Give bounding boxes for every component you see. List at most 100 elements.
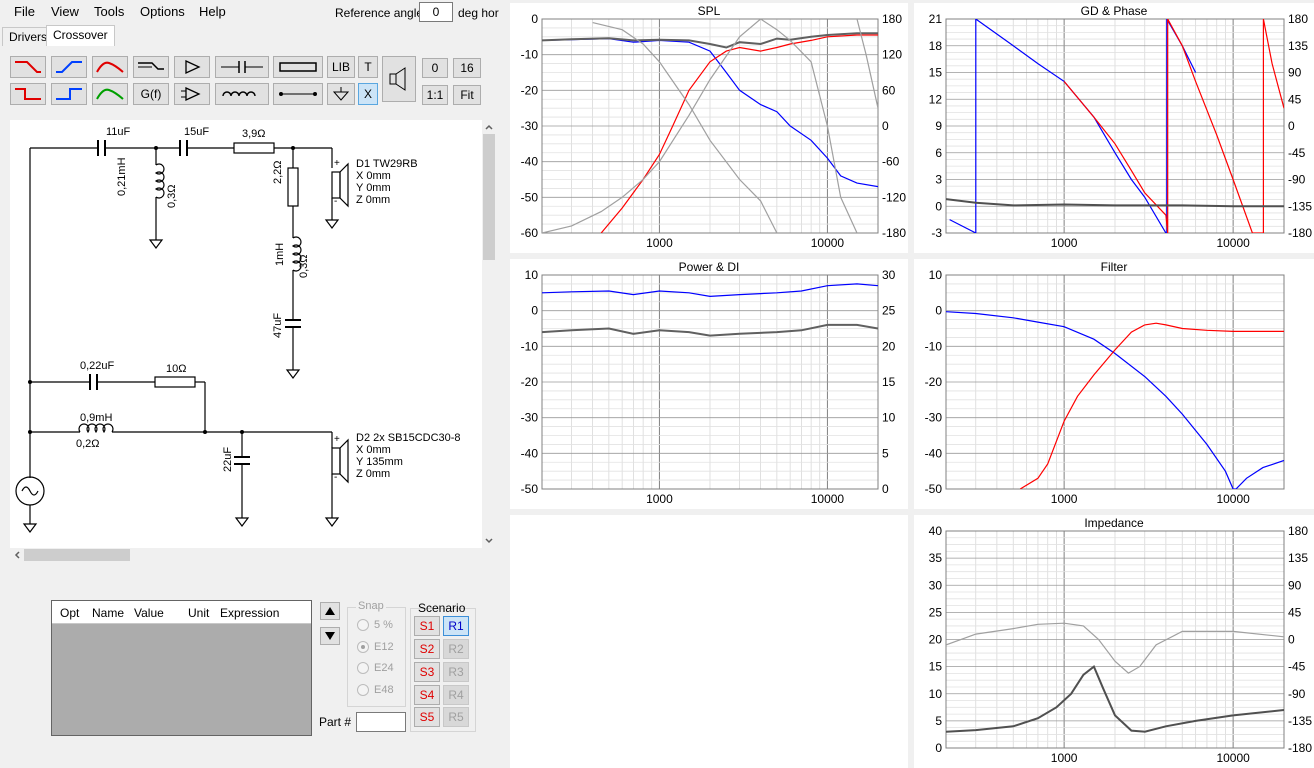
col-value[interactable]: Value xyxy=(134,606,164,620)
lowpass-red-2-button[interactable] xyxy=(10,83,46,105)
reference-angle-input[interactable]: 0 xyxy=(419,2,453,22)
y-tick-label: -40 xyxy=(521,155,539,169)
zoom-zero-button[interactable]: 0 xyxy=(422,58,448,78)
move-up-button[interactable] xyxy=(320,602,340,620)
part-number-input[interactable] xyxy=(356,712,406,732)
scenario-r2-button[interactable]: R2 xyxy=(443,639,469,659)
y-tick-label: -20 xyxy=(521,83,539,97)
y-tick-label: -20 xyxy=(925,375,943,389)
d2-y: Y 135mm xyxy=(356,456,403,468)
zoom-one-to-one-button[interactable]: 1:1 xyxy=(422,85,448,105)
scroll-up-icon[interactable] xyxy=(482,120,496,134)
bandpass-green-button[interactable] xyxy=(92,83,128,105)
t-button[interactable]: T xyxy=(358,56,378,78)
label-l1-resistance: 0,3Ω xyxy=(166,184,178,208)
scenario-r1-button[interactable]: R1 xyxy=(443,616,469,636)
d2-x: X 0mm xyxy=(356,444,391,456)
menu-options[interactable]: Options xyxy=(140,4,185,19)
scenario-s2-button[interactable]: S2 xyxy=(414,639,440,659)
wire-button[interactable] xyxy=(273,83,323,105)
summing-amp-button[interactable] xyxy=(174,83,210,105)
y2-tick-label: 0 xyxy=(882,482,889,496)
y2-tick-label: 90 xyxy=(1288,578,1302,592)
library-button[interactable]: LIB xyxy=(327,56,355,78)
y2-tick-label: -135 xyxy=(1288,714,1312,728)
amplifier-button[interactable] xyxy=(174,56,210,78)
menu-view[interactable]: View xyxy=(51,4,79,19)
resistor-button[interactable] xyxy=(273,56,323,78)
label-r1: 3,9Ω xyxy=(242,128,266,140)
zoom-fit-button[interactable]: Fit xyxy=(453,85,481,105)
scenario-s5-button[interactable]: S5 xyxy=(414,707,440,727)
speaker-button[interactable] xyxy=(382,56,416,102)
plot-frame xyxy=(945,274,1285,490)
label-r2: 2,2Ω xyxy=(272,160,284,184)
d2-z: Z 0mm xyxy=(356,468,391,480)
scenario-s4-button[interactable]: S4 xyxy=(414,685,440,705)
ground-button[interactable] xyxy=(327,83,355,105)
capacitor-icon xyxy=(221,61,263,73)
chart-plot: 403530252015105018013590450-45-90-135-18… xyxy=(929,524,1313,765)
gf-button[interactable]: G(f) xyxy=(133,83,169,105)
y2-tick-label: 30 xyxy=(882,268,896,282)
y-tick-label: -10 xyxy=(521,48,539,62)
horizontal-scroll-thumb[interactable] xyxy=(24,549,130,561)
scenario-r3-button[interactable]: R3 xyxy=(443,662,469,682)
col-name[interactable]: Name xyxy=(92,606,125,620)
move-down-button[interactable] xyxy=(320,627,340,645)
col-opt[interactable]: Opt xyxy=(60,606,80,620)
scroll-left-icon[interactable] xyxy=(10,548,24,562)
label-l1: 0,21mH xyxy=(116,157,128,196)
schematic-horizontal-scrollbar[interactable] xyxy=(10,548,482,562)
y-tick-label: 3 xyxy=(935,173,942,187)
snap-radio-e12[interactable] xyxy=(357,641,369,653)
x-tick-label: 10000 xyxy=(1216,492,1250,506)
lowpass-red-button[interactable] xyxy=(10,56,46,78)
series-line-0 xyxy=(949,19,1197,233)
scenario-group xyxy=(410,608,476,732)
scroll-down-icon[interactable] xyxy=(482,534,496,548)
scenario-s1-button[interactable]: S1 xyxy=(414,616,440,636)
snap-radio-e48[interactable] xyxy=(357,684,369,696)
y-tick-label: -50 xyxy=(925,482,943,496)
snap-radio-5pct[interactable] xyxy=(357,619,369,631)
scenario-s3-button[interactable]: S3 xyxy=(414,662,440,682)
y2-tick-label: 60 xyxy=(882,83,896,97)
col-expression[interactable]: Expression xyxy=(220,606,280,620)
tab-crossover[interactable]: Crossover xyxy=(46,25,115,46)
scenario-r5-button[interactable]: R5 xyxy=(443,707,469,727)
inductor-button[interactable] xyxy=(215,83,269,105)
x-tick-label: 10000 xyxy=(811,492,845,506)
reference-angle-label: Reference angle xyxy=(335,6,424,20)
bandpass-red-button[interactable] xyxy=(92,56,128,78)
menu-tools[interactable]: Tools xyxy=(94,4,125,19)
schematic-canvas[interactable]: 11uF 15uF 3,9Ω 0,21mH 0,3Ω 2,2Ω 1mH 0,3Ω… xyxy=(10,120,482,548)
highpass-blue-2-button[interactable] xyxy=(51,83,87,105)
x-button[interactable]: X xyxy=(358,83,378,105)
shelf-button[interactable] xyxy=(133,56,169,78)
summing-amp-icon xyxy=(181,86,201,102)
parameter-grid[interactable]: Opt Name Value Unit Expression xyxy=(51,600,312,736)
menu-file[interactable]: File xyxy=(14,4,35,19)
vertical-scroll-thumb[interactable] xyxy=(483,134,495,260)
series-line-4 xyxy=(592,22,778,233)
series-line-1 xyxy=(1019,322,1284,489)
capacitor-button[interactable] xyxy=(215,56,269,78)
zoom-sixteen-button[interactable]: 16 xyxy=(453,58,481,78)
menu-help[interactable]: Help xyxy=(199,4,226,19)
y-tick-label: 18 xyxy=(929,39,943,53)
series-line-0 xyxy=(542,37,878,188)
schematic-vertical-scrollbar[interactable] xyxy=(482,120,496,548)
series-line-1 xyxy=(600,34,878,233)
col-unit[interactable]: Unit xyxy=(188,606,210,620)
y-tick-label: 25 xyxy=(929,605,943,619)
snap-radio-e24[interactable] xyxy=(357,662,369,674)
highpass-blue-button[interactable] xyxy=(51,56,87,78)
scenario-r4-button[interactable]: R4 xyxy=(443,685,469,705)
